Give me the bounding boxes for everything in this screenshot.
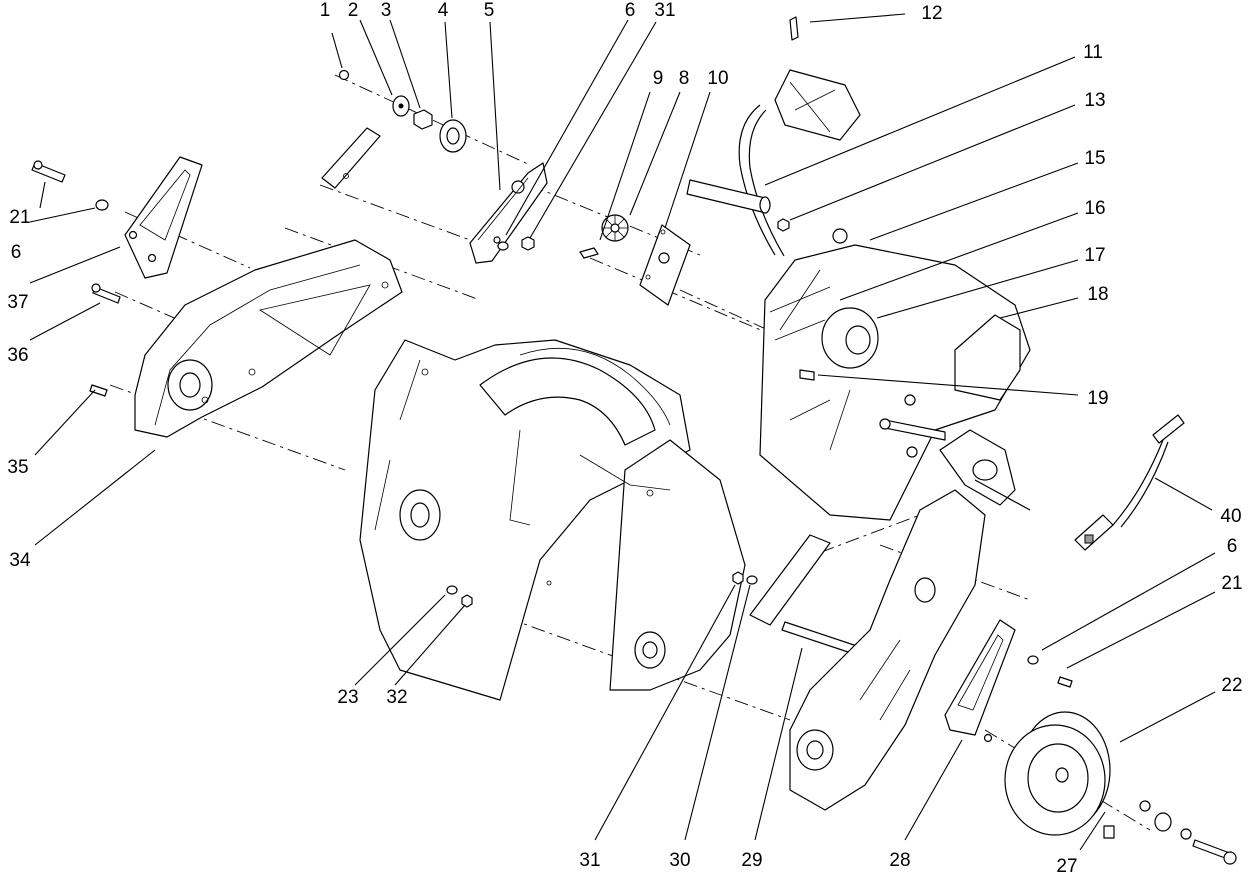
callout-17: 17	[1084, 245, 1105, 266]
right-skid-bracket	[944, 619, 1016, 743]
callout-6-right: 6	[1227, 536, 1238, 557]
right-hardware	[1027, 655, 1073, 688]
right-side-plate	[789, 489, 986, 811]
right-skid-bar	[749, 534, 861, 656]
callout-16: 16	[1084, 198, 1105, 219]
callout-29: 29	[741, 850, 762, 871]
callout-40: 40	[1220, 506, 1241, 527]
callout-18: 18	[1087, 284, 1108, 305]
wheel	[1004, 711, 1237, 865]
callout-32: 32	[386, 687, 407, 708]
callout-37: 37	[7, 292, 28, 313]
callout-1: 1	[320, 0, 331, 21]
callout-34: 34	[9, 550, 31, 571]
callout-27: 27	[1056, 856, 1077, 877]
callout-2: 2	[348, 0, 359, 21]
callout-31-bottom: 31	[579, 850, 600, 871]
callout-19: 19	[1087, 388, 1108, 409]
callout-30: 30	[669, 850, 690, 871]
callout-9: 9	[653, 68, 664, 89]
callout-31-top: 31	[654, 0, 675, 21]
callout-23: 23	[337, 687, 358, 708]
starter-assembly	[686, 16, 1031, 521]
callout-35: 35	[7, 457, 28, 478]
left-skid-bracket	[124, 156, 203, 279]
callout-6-top: 6	[625, 0, 636, 21]
support-bracket	[469, 162, 548, 264]
small-bracket	[321, 127, 381, 189]
gear-and-plate	[579, 214, 691, 306]
callout-5: 5	[484, 0, 495, 21]
housing-hardware	[446, 571, 758, 608]
callout-12: 12	[921, 3, 942, 24]
callout-8: 8	[679, 68, 690, 89]
callout-4: 4	[438, 0, 449, 21]
callout-11: 11	[1083, 42, 1103, 63]
hardware-stack	[338, 69, 467, 153]
callout-6-left: 6	[11, 242, 22, 263]
leader-lines	[29, 13, 1216, 851]
callout-22: 22	[1221, 675, 1242, 696]
callout-21-left: 21	[9, 207, 30, 228]
callout-13: 13	[1084, 90, 1105, 111]
power-cord	[1074, 414, 1185, 551]
auger-housing	[359, 339, 746, 701]
callout-21-right: 21	[1221, 573, 1242, 594]
callout-3: 3	[381, 0, 392, 21]
left-side-plate	[134, 239, 403, 438]
callout-labels: 1 2 3 4 5 6 31 12 11 9 8 10 13 15 16 17 …	[7, 0, 1242, 877]
callout-10: 10	[707, 68, 728, 89]
left-hardware	[31, 160, 121, 397]
callout-36: 36	[7, 345, 28, 366]
callout-28: 28	[889, 850, 910, 871]
callout-15: 15	[1084, 148, 1105, 169]
